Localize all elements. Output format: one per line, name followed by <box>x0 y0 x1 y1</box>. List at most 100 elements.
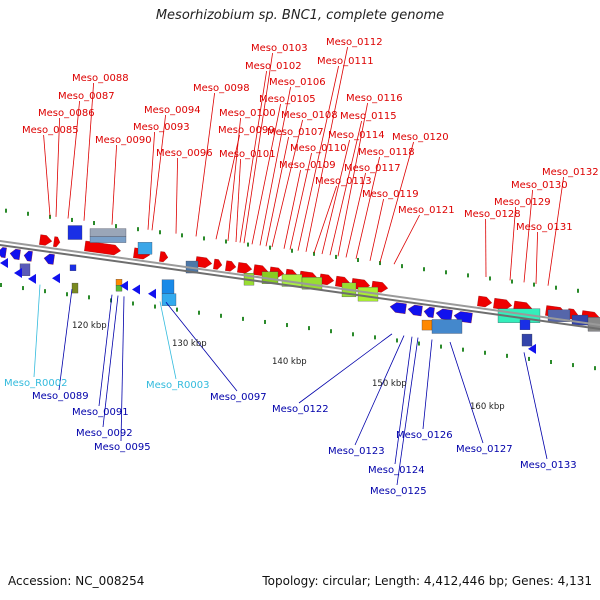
gene-group <box>237 262 253 274</box>
gene-label-forward: Meso_0119 <box>362 189 419 200</box>
gene-arrow-forward <box>225 260 237 272</box>
tick-mark-outer <box>71 217 73 222</box>
gene-group <box>0 247 7 258</box>
leader-line-forward <box>509 206 516 281</box>
leader-line-forward <box>379 141 414 263</box>
backbone-line-lower <box>0 243 600 331</box>
backbone-layer <box>0 239 600 331</box>
tick-mark-outer <box>203 236 205 241</box>
tick-mark-inner <box>396 338 398 343</box>
gene-label-forward: Meso_0098 <box>193 83 250 94</box>
gene-arrow-forward <box>39 234 53 246</box>
leader-line-forward <box>111 144 117 225</box>
tick-mark-inner <box>462 347 464 352</box>
cog-box <box>161 293 177 306</box>
leader-line-forward <box>83 82 94 221</box>
cog-box <box>67 225 83 240</box>
leader-line-forward <box>195 92 215 237</box>
cog-box <box>137 242 153 255</box>
gene-label-reverse: Meso_R0002 <box>4 378 68 389</box>
tick-mark-outer <box>335 254 337 259</box>
gene-label-forward: Meso_0086 <box>38 108 95 119</box>
gene-label-forward: Meso_0132 <box>542 167 599 178</box>
cog-box <box>89 236 127 243</box>
tick-mark-outer <box>467 273 469 278</box>
leader-line-forward <box>265 136 289 247</box>
scale-tick-label: 140 kbp <box>272 357 307 367</box>
tick-mark-inner <box>176 307 178 312</box>
tick-mark-outer <box>379 261 381 266</box>
leader-line-forward <box>67 100 80 219</box>
tick-mark-inner <box>198 310 200 315</box>
tick-mark-inner <box>550 360 552 364</box>
gene-label-forward: Meso_0117 <box>344 163 401 174</box>
tick-mark-outer <box>247 242 249 247</box>
tick-mark-inner <box>88 295 90 300</box>
tick-mark-outer <box>27 211 29 216</box>
gene-arrow-reverse-small <box>132 284 140 295</box>
gene-group <box>213 258 223 270</box>
feature-layer <box>0 225 600 354</box>
leader-line-forward <box>55 117 60 217</box>
tick-mark-outer <box>401 264 403 269</box>
gene-arrow-reverse-small <box>528 343 536 354</box>
scale-tick-label: 120 kbp <box>72 321 107 331</box>
tick-mark-outer <box>49 214 51 219</box>
gene-arrow-forward <box>84 240 121 256</box>
leader-line-forward <box>305 46 348 252</box>
leader-line-reverse <box>58 289 73 391</box>
leader-line-forward <box>175 157 178 234</box>
leader-line-forward <box>393 214 420 265</box>
gene-arrow-reverse-small <box>14 267 22 278</box>
gene-group <box>225 260 237 272</box>
gene-group <box>389 302 407 314</box>
gene-arrow-reverse <box>43 253 55 265</box>
gene-arrow-reverse <box>0 247 7 258</box>
accession-text: Accession: NC_008254 <box>8 574 145 588</box>
leader-line-forward <box>321 139 350 255</box>
scale-tick-label: 130 kbp <box>172 339 207 349</box>
leader-line-reverse <box>354 335 405 446</box>
leader-line-forward <box>297 65 339 251</box>
cog-box <box>519 319 531 330</box>
gene-label-forward: Meso_0131 <box>516 222 573 233</box>
gene-arrow-reverse <box>389 302 407 314</box>
tick-mark-inner <box>220 313 222 318</box>
leader-line-forward <box>369 198 384 261</box>
gene-arrow-reverse-small <box>52 273 60 284</box>
cog-box <box>421 319 433 331</box>
tick-mark-outer <box>137 227 139 232</box>
tick-mark-inner <box>264 319 266 324</box>
tick-mark-outer <box>357 257 359 262</box>
leader-line-forward <box>283 169 301 249</box>
page-title: Mesorhizobium sp. BNC1, complete genome <box>155 8 445 23</box>
gene-label-reverse: Meso_0097 <box>210 392 267 403</box>
gene-label-forward: Meso_0110 <box>290 143 347 154</box>
tick-mark-outer <box>555 285 557 290</box>
tick-mark-inner <box>22 286 24 291</box>
leader-line-forward <box>271 119 303 248</box>
tick-mark-outer <box>577 288 579 293</box>
tick-mark-outer <box>5 208 7 213</box>
tick-mark-inner <box>572 363 574 368</box>
gene-arrow-forward <box>213 258 223 270</box>
leader-line-forward <box>227 117 241 241</box>
gene-label-forward: Meso_0088 <box>72 73 129 84</box>
leader-line-forward <box>547 176 564 286</box>
leader-line-forward <box>151 114 166 231</box>
tick-mark-outer <box>423 267 425 272</box>
gene-label-forward: Meso_0096 <box>156 148 213 159</box>
leader-line-forward <box>235 158 241 243</box>
leader-line-forward <box>289 152 312 250</box>
tick-mark-outer <box>159 230 161 235</box>
gene-group <box>23 250 33 262</box>
gene-arrow-reverse <box>435 308 453 321</box>
gene-group <box>9 248 21 260</box>
tick-mark-inner <box>66 292 68 297</box>
tick-mark-outer <box>181 233 183 238</box>
gene-label-forward: Meso_0116 <box>346 93 403 104</box>
tick-mark-outer <box>533 282 535 287</box>
tick-layer <box>0 208 596 371</box>
cog-box <box>161 279 175 294</box>
